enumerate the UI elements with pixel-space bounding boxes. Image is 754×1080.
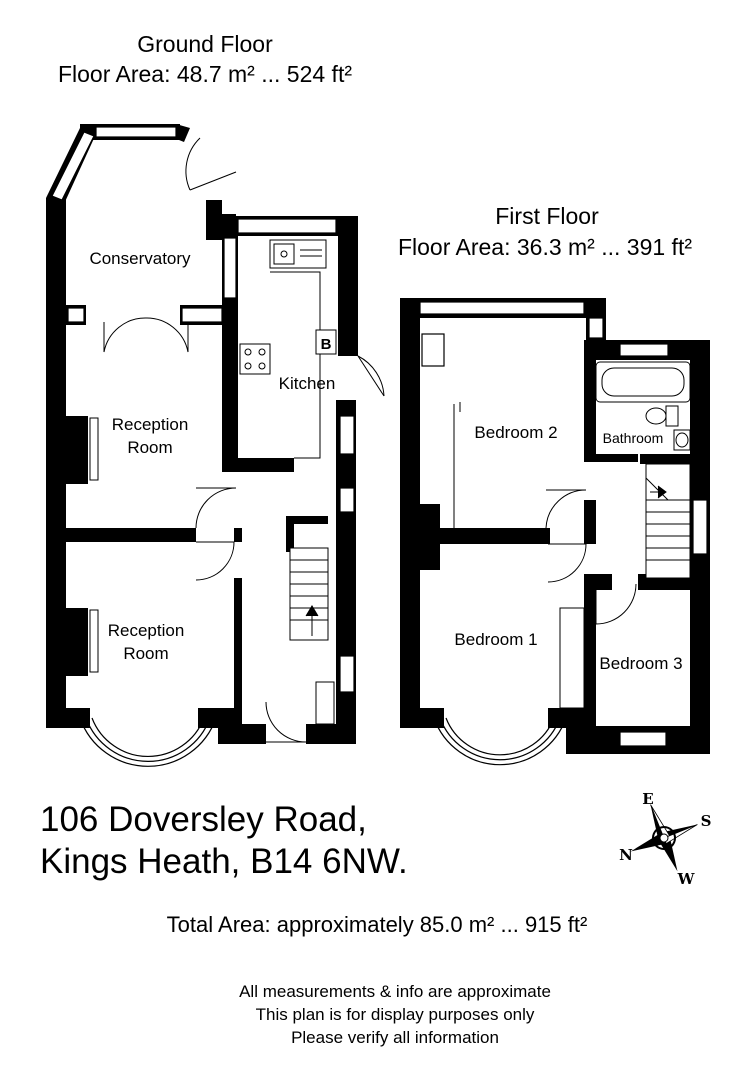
reception-room-1-label-line2: Room [127, 438, 172, 457]
ground-floor-fixtures [89, 239, 335, 725]
disclaimer-line-1: All measurements & info are approximate [239, 982, 551, 1001]
disclaimer-line-3: Please verify all information [291, 1028, 499, 1047]
ground-floor-doors [103, 137, 385, 743]
first-floor-title: First Floor [495, 203, 599, 229]
first-floor-windows [419, 301, 708, 747]
first-floor-fixtures [453, 361, 691, 709]
reception-room-2-label-line2: Room [123, 644, 168, 663]
bathroom-label: Bathroom [603, 430, 664, 446]
compass-rose-icon [630, 804, 698, 872]
address-line-2: Kings Heath, B14 6NW. [40, 842, 408, 881]
compass-north-label: N [619, 846, 633, 864]
boiler-box [315, 329, 337, 355]
total-area: Total Area: approximately 85.0 m² ... 91… [166, 912, 588, 937]
reception-room-2-label-line1: Reception [108, 621, 185, 640]
kitchen-label: Kitchen [279, 374, 336, 393]
address-line-1: 106 Doversley Road, [40, 800, 367, 839]
first-floor-doors [545, 489, 637, 625]
bedroom-3-label: Bedroom 3 [599, 654, 682, 673]
first-floor-area: Floor Area: 36.3 m² ... 391 ft² [397, 234, 692, 260]
boiler-label: B [321, 336, 332, 353]
ground-floor-windows [51, 126, 355, 693]
bedroom-2-label: Bedroom 2 [474, 423, 557, 442]
ground-floor-title: Ground Floor [137, 31, 273, 57]
disclaimer-line-2: This plan is for display purposes only [255, 1005, 535, 1024]
first-floor-bay-window [433, 717, 567, 766]
compass-west-label: W [677, 870, 696, 888]
reception-room-1-label-line1: Reception [112, 415, 189, 434]
ground-floor-area: Floor Area: 48.7 m² ... 524 ft² [57, 61, 352, 87]
conservatory-label: Conservatory [89, 249, 191, 268]
ground-floor-bay-window [79, 717, 217, 767]
compass-east-label: E [642, 790, 653, 808]
bedroom-1-label: Bedroom 1 [454, 630, 537, 649]
compass-south-label: S [701, 812, 712, 830]
